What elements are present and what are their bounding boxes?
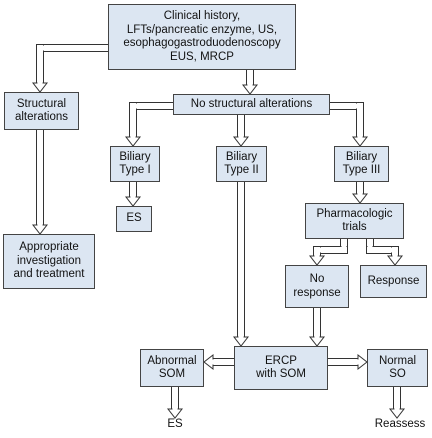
arrow-pharmacologic-to-no-response — [308, 235, 348, 266]
arrow-clinical-to-no-structural — [241, 66, 259, 95]
no-structural-alterations-box: No structural alterations — [173, 94, 330, 115]
ercp-with-som-box: ERCP with SOM — [234, 346, 328, 390]
arrow-no-structural-to-type-3 — [326, 102, 369, 147]
arrow-normal-to-reassess — [388, 383, 406, 419]
arrow-type-2-to-ercp — [232, 178, 250, 347]
arrow-structural-to-investigation — [31, 126, 49, 235]
no-response-box: No response — [285, 265, 349, 308]
arrow-no-structural-to-type-1 — [124, 102, 177, 147]
reassess-label: Reassess — [374, 418, 426, 430]
arrow-ercp-to-normal — [324, 353, 368, 371]
arrow-no-structural-to-type-2 — [232, 111, 250, 147]
biliary-type-2-box: Biliary Type II — [216, 146, 267, 182]
structural-alterations-box: Structural alterations — [4, 92, 79, 130]
appropriate-investigation-box: Appropriate investigation and treatment — [3, 234, 95, 289]
es-final-label: ES — [167, 418, 183, 430]
pharmacologic-trials-box: Pharmacologic trials — [305, 203, 404, 239]
es-type-1-box: ES — [116, 206, 152, 232]
arrow-type-1-to-es — [124, 178, 142, 207]
arrow-clinical-to-structural — [31, 44, 112, 93]
arrow-abnormal-to-es — [166, 383, 184, 419]
arrow-pharmacologic-to-response — [366, 235, 404, 266]
arrow-ercp-to-abnormal — [203, 353, 238, 371]
biliary-type-3-box: Biliary Type III — [334, 146, 389, 182]
clinical-history-box: Clinical history, LFTs/pancreatic enzyme… — [108, 4, 296, 70]
arrow-no-response-to-ercp — [308, 304, 326, 347]
biliary-type-1-box: Biliary Type I — [110, 146, 160, 182]
response-box: Response — [360, 265, 427, 298]
arrow-type-3-to-pharmacologic — [351, 178, 369, 204]
normal-so-box: Normal SO — [367, 349, 428, 387]
abnormal-som-box: Abnormal SOM — [140, 349, 204, 387]
